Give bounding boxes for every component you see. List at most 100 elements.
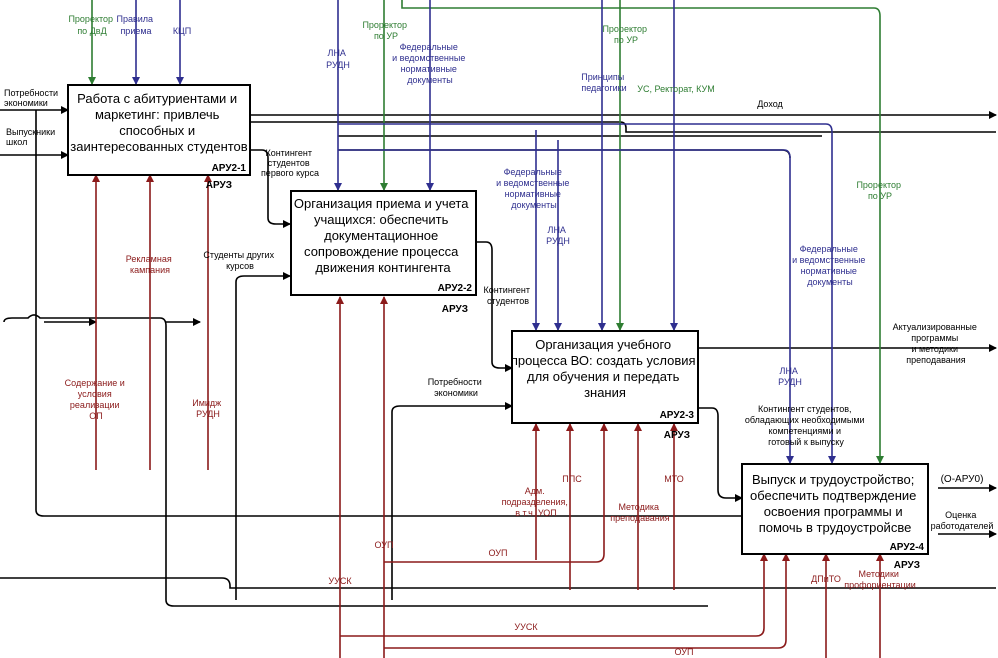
box-b1[interactable]: Работа с абитуриентами и маркетинг: прив… <box>67 84 251 191</box>
mechanism-arrows <box>92 174 884 658</box>
svg-text:Содержание и условия: Содержание и условия реализации ОП <box>65 378 128 421</box>
svg-text:Проректор по УР: Проректор по УР <box>856 180 903 201</box>
label-contingent-students-1: Контингент <box>483 285 530 295</box>
label-contingent-first-1: Контингент <box>265 148 312 158</box>
svg-text:Контингент студентов: Контингент студентов <box>483 285 532 306</box>
arrow-needs-economy-2 <box>391 402 513 600</box>
label-graduating-4: готовый к выпуску <box>768 437 844 447</box>
box-b3-title-4: знания <box>584 385 626 400</box>
arrow-b2-to-b3 <box>476 241 513 372</box>
label-graduating-1: Контингент студентов, <box>758 404 851 414</box>
arrow-fed-docs-3 <box>338 123 836 464</box>
label-prorector-ur-2a: Проректор <box>602 24 647 34</box>
svg-text:Контингент студентов: Контингент студентов первого курса <box>261 148 319 178</box>
svg-text:Методики профориентации: Методики профориентации <box>844 569 916 590</box>
box-b2-title-1: Организация приема и учета <box>294 196 469 211</box>
label-employer-rating-1: Оценка <box>945 510 976 520</box>
flow-labels: Потребности экономики Выпускники школ Ко… <box>4 88 993 531</box>
arrow-students-other <box>235 272 291 600</box>
svg-text:Проректор по УР: Проректор по УР <box>602 24 649 45</box>
box-b2-title-5: движения контингента <box>315 260 451 275</box>
label-fed-docs-2d: документы <box>511 200 556 210</box>
label-prorector-dvd-1: Проректор <box>68 14 113 24</box>
label-lna-rudn-3b: РУДН <box>778 377 802 387</box>
svg-text:Студенты других курсов: Студенты других курсов <box>203 250 276 271</box>
label-fed-docs-1b: и ведомственные <box>392 53 465 63</box>
label-graduating-3: компетенциями и <box>768 426 841 436</box>
label-teaching-methods-2: преподавания <box>610 513 670 523</box>
label-admission-rules-1: Правила <box>116 14 153 24</box>
svg-text:Выпуск и трудоустройство;: Выпуск и трудоустройство; обеспечить под… <box>750 472 920 535</box>
svg-text:Организация приема и учета: Организация приема и учета учащихся: обе… <box>294 196 472 275</box>
box-b3[interactable]: Организация учебного процесса ВО: создат… <box>511 330 699 441</box>
svg-text:ЛНА РУДН: ЛНА РУДН <box>546 225 570 246</box>
label-lna-rudn-1b: РУДН <box>326 60 350 70</box>
label-kcp: КЦП <box>173 26 191 36</box>
label-adm-units-3: в т.ч. УОП <box>515 508 556 518</box>
loop-feedback-bottom <box>0 577 996 589</box>
label-oup-2: ОУП <box>375 540 394 550</box>
box-b1-code: АРУ2-1 <box>212 163 247 174</box>
box-b3-title-3: для обучения и передать <box>527 369 680 384</box>
svg-text:Потребности экономики: Потребности экономики <box>428 377 485 398</box>
svg-text:Федеральные и ведомствен: Федеральные и ведомственные нормативные … <box>496 167 572 210</box>
label-updated-programs-1: Актуализированные <box>893 322 977 332</box>
arrow-teaching-methods <box>384 423 608 563</box>
svg-text:ЛНА РУДН: ЛНА РУДН <box>778 366 802 387</box>
label-fed-docs-1c: нормативные <box>401 64 457 74</box>
label-needs-economy-b-1: Потребности <box>428 377 482 387</box>
box-b4-sub: АРУЗ <box>894 560 920 571</box>
arrow-contingent-first <box>250 149 291 228</box>
box-b4[interactable]: Выпуск и трудоустройство; обеспечить под… <box>741 463 929 571</box>
label-needs-economy-1: Потребности <box>4 88 58 98</box>
label-prorector-dvd-2: по ДвД <box>77 26 106 36</box>
line-mid-a <box>338 149 791 159</box>
label-o-aru0: (О-АРУ0) <box>941 474 984 485</box>
svg-text:Организация учебного про: Организация учебного процесса ВО: создат… <box>511 337 699 400</box>
box-b2[interactable]: Организация приема и учета учащихся: обе… <box>290 190 477 315</box>
label-school-graduates-1: Выпускники <box>6 127 55 137</box>
label-lna-rudn-2a: ЛНА <box>548 225 566 235</box>
box-b4-title-4: помочь в трудоустройсве <box>759 520 912 535</box>
box-b2-title-4: сопровождение процесса <box>304 244 459 259</box>
label-updated-programs-4: преподавания <box>906 355 966 365</box>
control-blue-arrows <box>132 0 836 464</box>
control-blue-labels: Правила приема КЦП ЛНА РУДН Федеральные … <box>116 14 868 387</box>
svg-text:Федеральные и ведомствен: Федеральные и ведомственные нормативные … <box>792 244 868 287</box>
label-fed-docs-2b: и ведомственные <box>496 178 569 188</box>
box-b1-title-2: маркетинг: привлечь <box>95 107 220 122</box>
svg-text:Адм. подразделения,: Адм. подразделения, в т.ч. УОП <box>502 486 571 518</box>
svg-text:Оценка работодателей: Оценка работодателей <box>931 510 994 531</box>
label-op-support-4: ОП <box>89 411 102 421</box>
label-image-rudn-1: Имидж <box>192 398 221 408</box>
label-adm-units-2: подразделения, <box>502 497 568 507</box>
svg-text:Федеральные и ведомствен: Федеральные и ведомственные нормативные … <box>392 42 468 85</box>
label-admission-rules-2: приема <box>120 26 151 36</box>
svg-text:Проректор по УР: Проректор по УР <box>362 20 409 41</box>
box-b2-sub: АРУЗ <box>442 304 468 315</box>
loop-income-to-b1 <box>3 314 708 607</box>
svg-text:Актуализированные програ: Актуализированные программы и методики п… <box>893 322 980 365</box>
arrow-lna-rudn-3 <box>338 149 794 464</box>
svg-text:Работа с абитуриентами и: Работа с абитуриентами и маркетинг: прив… <box>70 91 248 154</box>
label-fed-docs-3c: нормативные <box>801 266 857 276</box>
label-fed-docs-3b: и ведомственные <box>792 255 865 265</box>
box-b1-sub: АРУЗ <box>206 180 232 191</box>
label-uusk-2: УУСК <box>514 622 538 632</box>
arrow-us-rectorat <box>401 0 884 464</box>
control-green-labels: Проректор по ДвД Проректор по УР Прорект… <box>68 14 903 201</box>
label-op-support-2: условия <box>78 389 112 399</box>
box-b3-code: АРУ2-3 <box>660 410 695 421</box>
box-b1-title-1: Работа с абитуриентами и <box>77 91 237 106</box>
label-fed-docs-2c: нормативные <box>505 189 561 199</box>
label-career-methods-1: Методики <box>859 569 899 579</box>
box-b4-title-1: Выпуск и трудоустройство; <box>752 472 914 487</box>
box-b1-title-4: заинтересованных студентов <box>70 139 248 154</box>
label-students-other-1: Студенты других <box>203 250 274 260</box>
loop-feedback-left <box>35 110 742 517</box>
arrow-b3-to-b4 <box>698 407 743 502</box>
label-lna-rudn-3a: ЛНА <box>780 366 798 376</box>
label-updated-programs-2: программы <box>911 333 958 343</box>
label-fed-docs-2a: Федеральные <box>504 167 562 177</box>
box-b3-sub: АРУЗ <box>664 430 690 441</box>
